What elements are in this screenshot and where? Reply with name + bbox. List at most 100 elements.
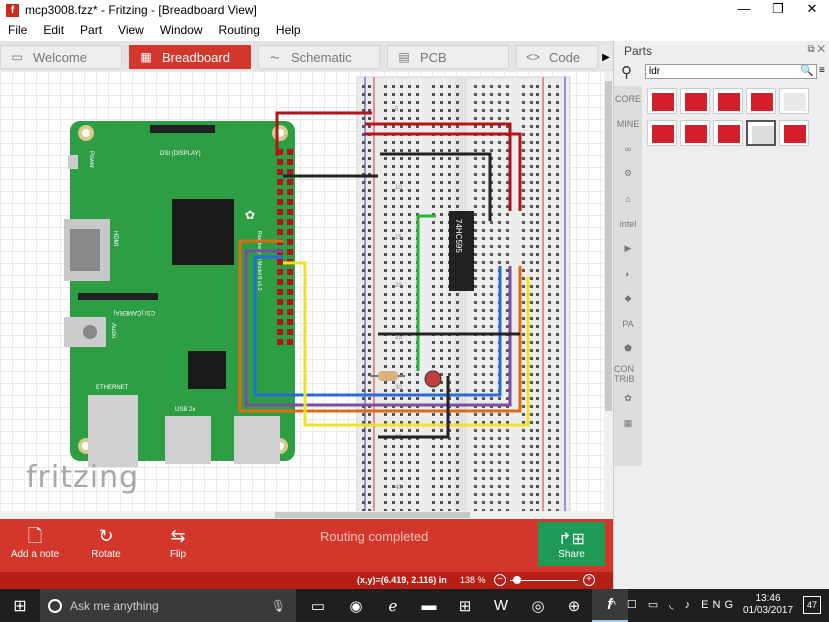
bb-hole[interactable] (384, 149, 387, 152)
bb-hole[interactable] (440, 325, 443, 328)
bb-hole[interactable] (506, 373, 509, 376)
bb-hole[interactable] (474, 237, 477, 240)
bb-hole[interactable] (362, 157, 365, 160)
bb-hole[interactable] (392, 397, 395, 400)
bb-hole[interactable] (362, 373, 365, 376)
bb-hole[interactable] (490, 93, 493, 96)
bb-hole[interactable] (506, 365, 509, 368)
bb-hole[interactable] (490, 229, 493, 232)
bb-hole[interactable] (522, 173, 525, 176)
bb-hole[interactable] (362, 253, 365, 256)
bb-hole[interactable] (536, 381, 539, 384)
bb-hole[interactable] (506, 165, 509, 168)
bb-hole[interactable] (474, 493, 477, 496)
bb-hole[interactable] (522, 133, 525, 136)
bb-hole[interactable] (408, 413, 411, 416)
bb-hole[interactable] (432, 149, 435, 152)
bb-hole[interactable] (432, 445, 435, 448)
bb-hole[interactable] (506, 445, 509, 448)
bb-hole[interactable] (362, 413, 365, 416)
bb-hole[interactable] (448, 125, 451, 128)
bb-hole[interactable] (432, 269, 435, 272)
bb-hole[interactable] (530, 213, 533, 216)
bb-hole[interactable] (548, 93, 551, 96)
bb-hole[interactable] (456, 389, 459, 392)
bb-hole[interactable] (432, 477, 435, 480)
bb-hole[interactable] (368, 325, 371, 328)
bb-hole[interactable] (482, 477, 485, 480)
bb-hole[interactable] (408, 269, 411, 272)
bb-hole[interactable] (498, 221, 501, 224)
bb-hole[interactable] (362, 445, 365, 448)
bb-hole[interactable] (482, 413, 485, 416)
bb-hole[interactable] (536, 221, 539, 224)
tab-code[interactable]: <> Code (516, 45, 598, 69)
bb-hole[interactable] (530, 125, 533, 128)
bb-hole[interactable] (362, 501, 365, 504)
bb-hole[interactable] (556, 397, 559, 400)
bb-hole[interactable] (456, 197, 459, 200)
bb-hole[interactable] (368, 213, 371, 216)
parts-bin[interactable]: ◆ (624, 293, 632, 303)
bb-hole[interactable] (522, 301, 525, 304)
bb-hole[interactable] (456, 309, 459, 312)
bb-hole[interactable] (432, 453, 435, 456)
bb-hole[interactable] (448, 317, 451, 320)
bb-hole[interactable] (368, 485, 371, 488)
bb-hole[interactable] (482, 373, 485, 376)
bb-hole[interactable] (522, 253, 525, 256)
bb-hole[interactable] (530, 445, 533, 448)
bb-hole[interactable] (522, 285, 525, 288)
bb-hole[interactable] (440, 453, 443, 456)
bb-hole[interactable] (506, 349, 509, 352)
bb-hole[interactable] (448, 469, 451, 472)
bb-hole[interactable] (556, 389, 559, 392)
bb-hole[interactable] (368, 109, 371, 112)
part-result-tile[interactable] (713, 88, 743, 114)
bb-hole[interactable] (416, 101, 419, 104)
bb-hole[interactable] (536, 421, 539, 424)
bb-hole[interactable] (490, 253, 493, 256)
bb-hole[interactable] (362, 181, 365, 184)
bb-hole[interactable] (368, 253, 371, 256)
bb-hole[interactable] (490, 373, 493, 376)
bb-hole[interactable] (482, 181, 485, 184)
bb-hole[interactable] (456, 325, 459, 328)
bb-hole[interactable] (556, 349, 559, 352)
bb-hole[interactable] (556, 317, 559, 320)
bb-hole[interactable] (536, 141, 539, 144)
bb-hole[interactable] (490, 501, 493, 504)
bb-hole[interactable] (498, 261, 501, 264)
bb-hole[interactable] (432, 85, 435, 88)
bb-hole[interactable] (506, 109, 509, 112)
bb-hole[interactable] (482, 197, 485, 200)
bb-hole[interactable] (416, 501, 419, 504)
bb-hole[interactable] (482, 421, 485, 424)
bb-hole[interactable] (362, 485, 365, 488)
bb-hole[interactable] (490, 493, 493, 496)
bb-hole[interactable] (384, 413, 387, 416)
bb-hole[interactable] (392, 149, 395, 152)
bb-hole[interactable] (400, 221, 403, 224)
gpio-pin[interactable] (277, 339, 283, 345)
bb-hole[interactable] (416, 381, 419, 384)
bb-hole[interactable] (530, 397, 533, 400)
bb-hole[interactable] (498, 453, 501, 456)
bb-hole[interactable] (522, 357, 525, 360)
bb-hole[interactable] (384, 453, 387, 456)
bb-hole[interactable] (506, 237, 509, 240)
bb-hole[interactable] (384, 445, 387, 448)
bb-hole[interactable] (530, 461, 533, 464)
bb-hole[interactable] (440, 381, 443, 384)
bb-hole[interactable] (548, 173, 551, 176)
bb-hole[interactable] (536, 261, 539, 264)
bb-hole[interactable] (432, 189, 435, 192)
bb-hole[interactable] (556, 149, 559, 152)
bb-hole[interactable] (408, 501, 411, 504)
bb-hole[interactable] (548, 85, 551, 88)
bb-hole[interactable] (506, 117, 509, 120)
bb-hole[interactable] (432, 173, 435, 176)
bb-hole[interactable] (400, 493, 403, 496)
bb-hole[interactable] (474, 269, 477, 272)
bb-hole[interactable] (384, 253, 387, 256)
